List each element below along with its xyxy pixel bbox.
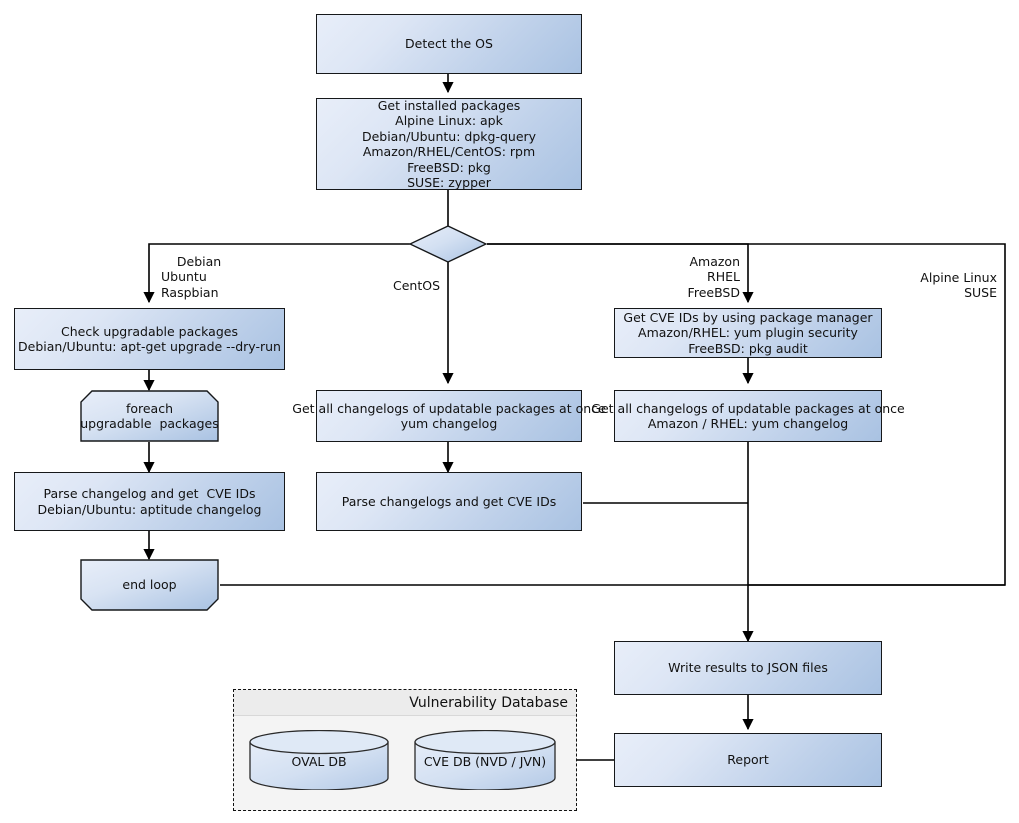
group-vulnerability-database-title: Vulnerability Database <box>409 694 568 711</box>
cylinder-shape-cve <box>414 729 556 791</box>
edge-label-alpine-text: Alpine Linux SUSE <box>920 269 997 301</box>
loop-end-shape <box>80 559 219 611</box>
node-check-upgradable-label: Check upgradable packages Debian/Ubuntu:… <box>18 323 281 355</box>
node-parse-changelog-debian-label: Parse changelog and get CVE IDs Debian/U… <box>37 486 262 517</box>
node-get-cve-package-manager[interactable]: Get CVE IDs by using package manager Ama… <box>614 308 882 358</box>
node-os-decision[interactable] <box>408 225 488 263</box>
node-foreach-loop[interactable]: foreach upgradable packages <box>80 390 219 442</box>
node-write-json[interactable]: Write results to JSON files <box>614 641 882 695</box>
node-changelogs-centos[interactable]: Get all changelogs of updatable packages… <box>292 390 606 442</box>
db-cve[interactable]: CVE DB (NVD / JVN) <box>414 729 556 791</box>
edge-label-debian-text: Debian Ubuntu Raspbian <box>161 253 222 300</box>
node-parse-changelogs-centos-label: Parse changelogs and get CVE IDs <box>341 493 557 509</box>
node-detect-os[interactable]: Detect the OS <box>316 14 582 74</box>
db-cve-label: CVE DB (NVD / JVN) <box>423 754 547 769</box>
edge-label-alpine: Alpine Linux SUSE <box>877 254 997 316</box>
node-check-upgradable[interactable]: Check upgradable packages Debian/Ubuntu:… <box>14 308 285 370</box>
edge-label-debian: Debian Ubuntu Raspbian <box>161 238 281 316</box>
node-end-loop[interactable]: end loop <box>80 559 219 611</box>
node-report-label: Report <box>727 752 769 768</box>
node-parse-changelog-debian[interactable]: Parse changelog and get CVE IDs Debian/U… <box>14 472 285 531</box>
group-vulnerability-database-header: Vulnerability Database <box>234 690 576 716</box>
node-report[interactable]: Report <box>614 733 882 787</box>
node-get-installed-packages-label: Get installed packages Alpine Linux: apk… <box>361 97 537 191</box>
node-parse-changelogs-centos[interactable]: Parse changelogs and get CVE IDs <box>316 472 582 531</box>
decision-diamond-shape <box>408 225 488 263</box>
edge-label-amazon-text: Amazon RHEL FreeBSD <box>687 253 740 300</box>
node-write-json-label: Write results to JSON files <box>668 660 828 676</box>
db-oval-label: OVAL DB <box>291 754 347 769</box>
db-oval[interactable]: OVAL DB <box>249 729 389 791</box>
node-get-cve-package-manager-label: Get CVE IDs by using package manager Ama… <box>623 309 873 356</box>
loop-start-shape <box>80 390 219 442</box>
edge-label-centos: CentOS <box>330 262 440 309</box>
node-end-loop-label: end loop <box>122 577 177 593</box>
node-detect-os-label: Detect the OS <box>405 36 493 52</box>
node-foreach-loop-label: foreach upgradable packages <box>80 400 219 432</box>
node-changelogs-amazon[interactable]: Get all changelogs of updatable packages… <box>591 390 905 442</box>
edge-label-amazon: Amazon RHEL FreeBSD <box>620 238 740 316</box>
edge-label-centos-text: CentOS <box>392 277 440 293</box>
cylinder-shape-oval <box>249 729 389 791</box>
node-get-installed-packages[interactable]: Get installed packages Alpine Linux: apk… <box>316 98 582 190</box>
